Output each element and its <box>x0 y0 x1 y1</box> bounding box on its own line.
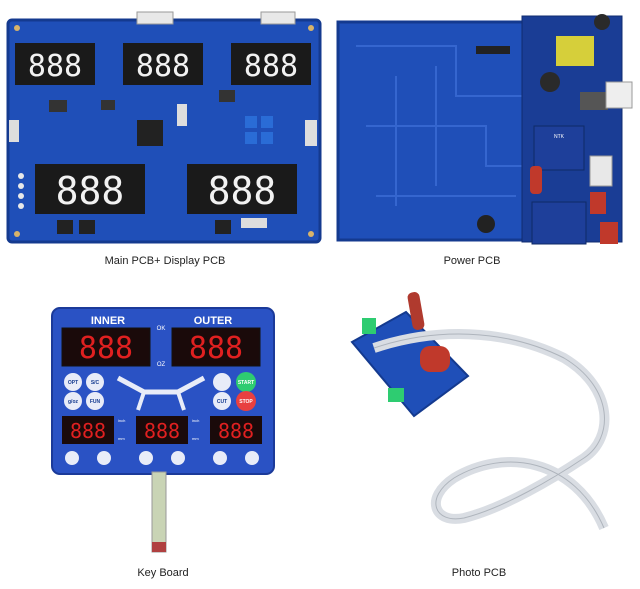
stop-button <box>236 391 256 411</box>
svg-text:888: 888 <box>56 169 125 213</box>
sc-button <box>86 373 104 391</box>
svg-text:STOP: STOP <box>239 399 253 405</box>
opt-button <box>64 373 82 391</box>
svg-text:g/oz: g/oz <box>68 399 78 405</box>
main-pcb-photo: 888 888 888 888 888 <box>6 11 322 244</box>
svg-text:inch: inch <box>192 418 199 423</box>
photo-pcb-caption: Photo PCB <box>451 567 507 579</box>
keyboard-panel-photo: INNER OUTER OK OZ 888 888 OPT S/C g/oz F… <box>51 307 275 553</box>
svg-text:888: 888 <box>189 331 243 366</box>
inner-label: INNER <box>91 315 125 327</box>
outer-label: OUTER <box>194 315 233 327</box>
gear-icon <box>213 373 231 391</box>
svg-text:FUN: FUN <box>90 399 101 405</box>
power-pcb-photo: NTK <box>336 14 633 245</box>
svg-text:888: 888 <box>144 419 180 443</box>
svg-text:888: 888 <box>79 331 133 366</box>
svg-text:888: 888 <box>28 49 82 84</box>
cut-button <box>213 392 231 410</box>
svg-text:inch: inch <box>118 418 125 423</box>
g-oz-button <box>64 392 82 410</box>
svg-text:mm: mm <box>118 436 125 441</box>
power-pcb-caption: Power PCB <box>443 255 501 267</box>
svg-text:888: 888 <box>70 419 106 443</box>
oz-label: OZ <box>157 362 166 368</box>
key-board-caption: Key Board <box>137 567 189 579</box>
svg-text:888: 888 <box>136 49 190 84</box>
svg-text:NTK: NTK <box>554 134 565 140</box>
svg-text:START: START <box>238 380 254 386</box>
svg-text:S/C: S/C <box>91 380 100 386</box>
svg-text:OPT: OPT <box>68 380 78 386</box>
svg-text:888: 888 <box>208 169 277 213</box>
photo-pcb-photo <box>350 292 610 531</box>
start-button <box>236 372 256 392</box>
svg-text:mm: mm <box>192 436 199 441</box>
svg-text:888: 888 <box>244 49 298 84</box>
main-pcb-caption: Main PCB+ Display PCB <box>104 255 226 267</box>
svg-text:CUT: CUT <box>217 399 227 405</box>
svg-text:888: 888 <box>218 419 254 443</box>
ok-label: OK <box>157 326 166 332</box>
fun-button <box>86 392 104 410</box>
